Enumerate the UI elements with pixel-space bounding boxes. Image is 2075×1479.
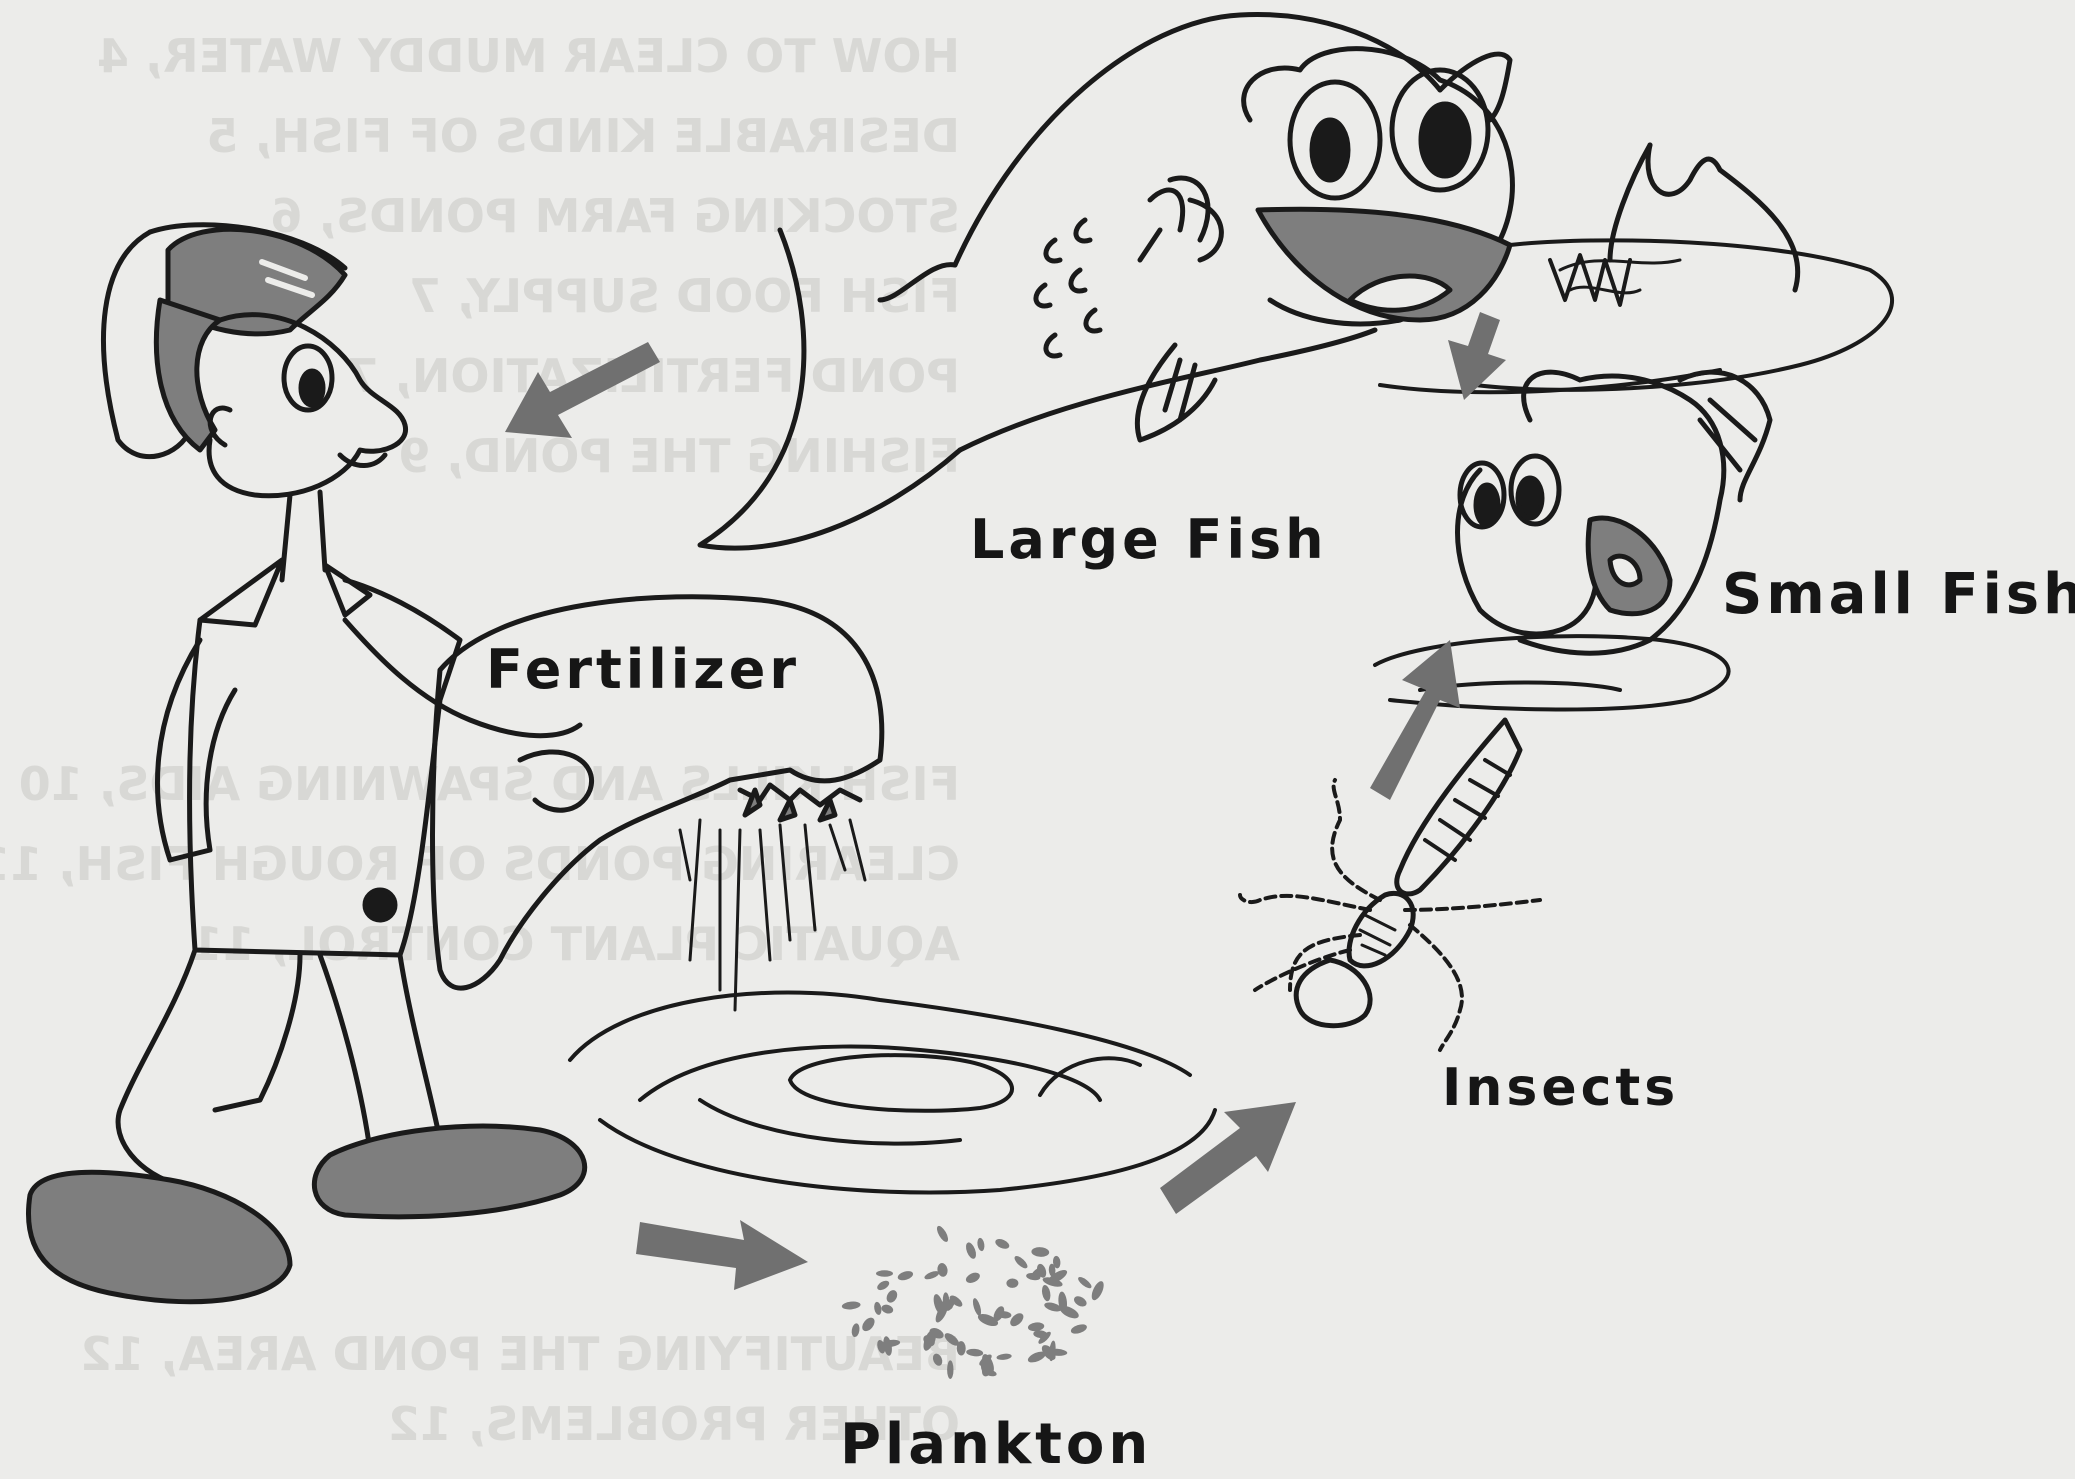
plankton-particle [1027, 1322, 1044, 1333]
svg-text:HOW TO CLEAR MUDDY WATER, 4: HOW TO CLEAR MUDDY WATER, 4 [97, 29, 960, 83]
plankton-particle [964, 1271, 981, 1285]
plankton-particle [873, 1301, 882, 1315]
plankton-particle [1041, 1284, 1052, 1302]
svg-text:AQUATIC PLANT CONTROL, 11: AQUATIC PLANT CONTROL, 11 [190, 917, 960, 971]
label-plankton: Plankton [840, 1412, 1152, 1477]
plankton-particle [966, 1348, 984, 1357]
plankton-particle [1070, 1323, 1088, 1336]
plankton-particle [936, 1262, 948, 1277]
plankton-particle [964, 1241, 978, 1260]
plankton-particle [1006, 1278, 1018, 1288]
svg-text:FISHING THE POND, 9: FISHING THE POND, 9 [398, 429, 960, 483]
label-insects: Insects [1442, 1058, 1679, 1118]
arrow-insects-to-small-fish [1370, 640, 1460, 800]
label-large-fish: Large Fish [970, 508, 1328, 571]
plankton-particle [935, 1224, 950, 1243]
pond-ripples [570, 993, 1215, 1193]
plankton-particle [876, 1279, 891, 1292]
plankton-particle [880, 1303, 894, 1315]
arrow-fertilizer-to-plankton [636, 1220, 808, 1290]
svg-text:STOCKING FARM PONDS, 6: STOCKING FARM PONDS, 6 [271, 189, 960, 243]
label-fertilizer: Fertilizer [486, 638, 800, 701]
plankton-particle [1072, 1294, 1088, 1308]
plankton-particle [996, 1353, 1012, 1361]
svg-text:BEAUTIFYING THE POND AREA, 12: BEAUTIFYING THE POND AREA, 12 [80, 1327, 960, 1381]
svg-text:DESIRABLE KINDS OF FISH, 5: DESIRABLE KINDS OF FISH, 5 [207, 109, 960, 163]
label-small-fish: Small Fish [1722, 562, 2075, 627]
plankton-particle [885, 1288, 900, 1304]
plankton-particle [947, 1360, 953, 1379]
plankton-particle [971, 1297, 982, 1316]
plankton-particle [1013, 1254, 1030, 1270]
plankton-particle [1089, 1279, 1106, 1301]
plankton-particle [876, 1270, 893, 1276]
svg-text:FISH FOOD SUPPLY, 7: FISH FOOD SUPPLY, 7 [409, 269, 960, 323]
plankton-particle [897, 1269, 915, 1281]
plankton-particle [841, 1301, 861, 1311]
arrow-plankton-to-insects [1160, 1102, 1296, 1214]
plankton-particle [1076, 1275, 1093, 1290]
svg-text:CLEARING PONDS OF ROUGH FISH,: CLEARING PONDS OF ROUGH FISH, 11 [0, 837, 960, 891]
plankton-particle [1031, 1247, 1049, 1258]
plankton-particle [994, 1237, 1011, 1251]
plankton-particle [976, 1237, 985, 1251]
